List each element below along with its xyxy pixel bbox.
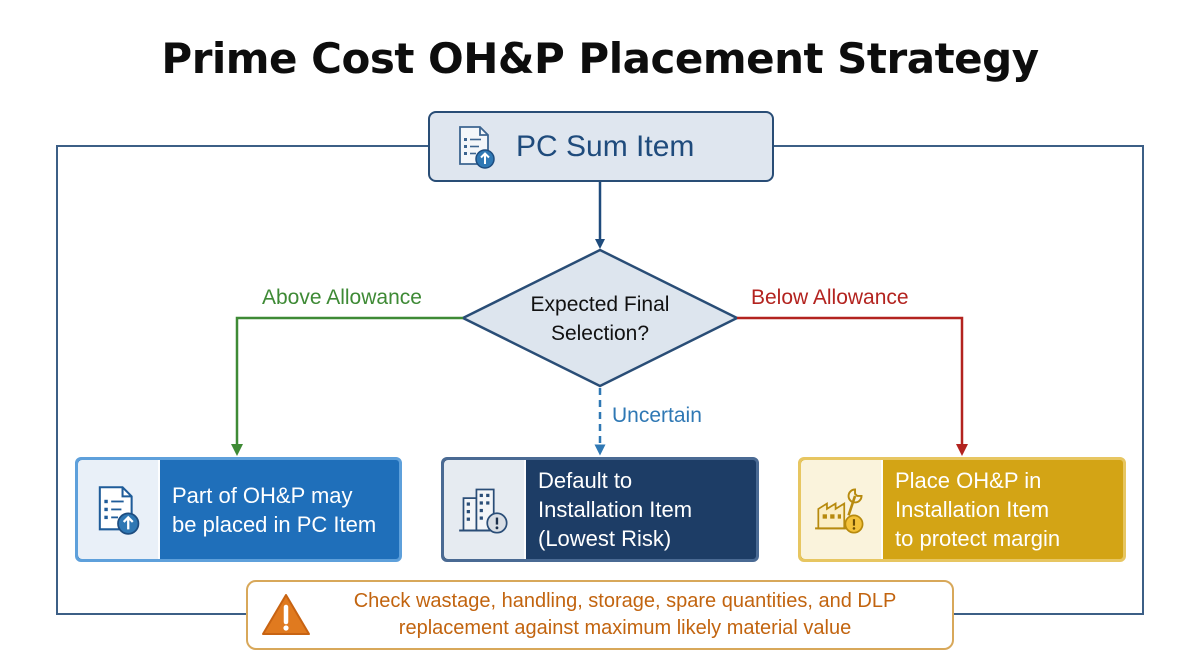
outcome-uncertain: Default to Installation Item (Lowest Ris… <box>441 457 759 562</box>
branch-label-above: Above Allowance <box>262 286 422 309</box>
outcome-below-allowance: Place OH&P in Installation Item to prote… <box>798 457 1126 562</box>
outcome-uncertain-line-1: Default to <box>538 468 633 493</box>
warning-line-2: replacement against maximum likely mater… <box>398 617 852 639</box>
branch-label-uncertain: Uncertain <box>612 404 702 427</box>
outcome-below-line-2: Installation Item <box>895 497 1050 522</box>
outcome-above-line-1: Part of OH&P may <box>172 482 353 508</box>
outcome-below-line-3: to protect margin <box>895 526 1061 551</box>
warning-triangle-icon <box>260 592 312 638</box>
outcome-above-allowance: Part of OH&P may be placed in PC Item <box>75 457 402 562</box>
warning-line-1: Check wastage, handling, storage, spare … <box>353 590 897 612</box>
outcome-uncertain-text: Default to Installation Item (Lowest Ris… <box>526 466 692 553</box>
outcome-below-text: Place OH&P in Installation Item to prote… <box>883 466 1060 553</box>
document-upload-icon <box>98 485 140 535</box>
decision-question: Expected Final Selection? <box>498 290 702 348</box>
building-warning-icon <box>459 488 508 534</box>
pc-sum-item-node: PC Sum Item <box>428 111 774 182</box>
page-title: Prime Cost OH&P Placement Strategy <box>161 34 1039 83</box>
pc-sum-item-label: PC Sum Item <box>516 129 695 163</box>
outcome-above-text: Part of OH&P may be placed in PC Item <box>160 481 376 539</box>
document-upload-icon <box>454 124 498 170</box>
warning-text: Check wastage, handling, storage, spare … <box>312 588 938 642</box>
outcome-above-line-2: be placed in PC Item <box>172 511 377 537</box>
outcome-below-line-1: Place OH&P in <box>895 468 1042 493</box>
arrow-below-allowance <box>737 316 968 456</box>
decision-line-1: Expected Final <box>530 293 670 316</box>
warning-note: Check wastage, handling, storage, spare … <box>246 580 954 650</box>
decision-line-2: Selection? <box>550 322 650 345</box>
arrow-above-allowance <box>231 316 463 456</box>
factory-wrench-icon <box>815 488 864 534</box>
outcome-uncertain-line-2: Installation Item <box>538 497 693 522</box>
decision-diamond <box>460 248 740 388</box>
outcome-uncertain-line-3: (Lowest Risk) <box>538 526 672 551</box>
outer-frame <box>56 145 1144 615</box>
branch-label-below: Below Allowance <box>751 286 909 309</box>
